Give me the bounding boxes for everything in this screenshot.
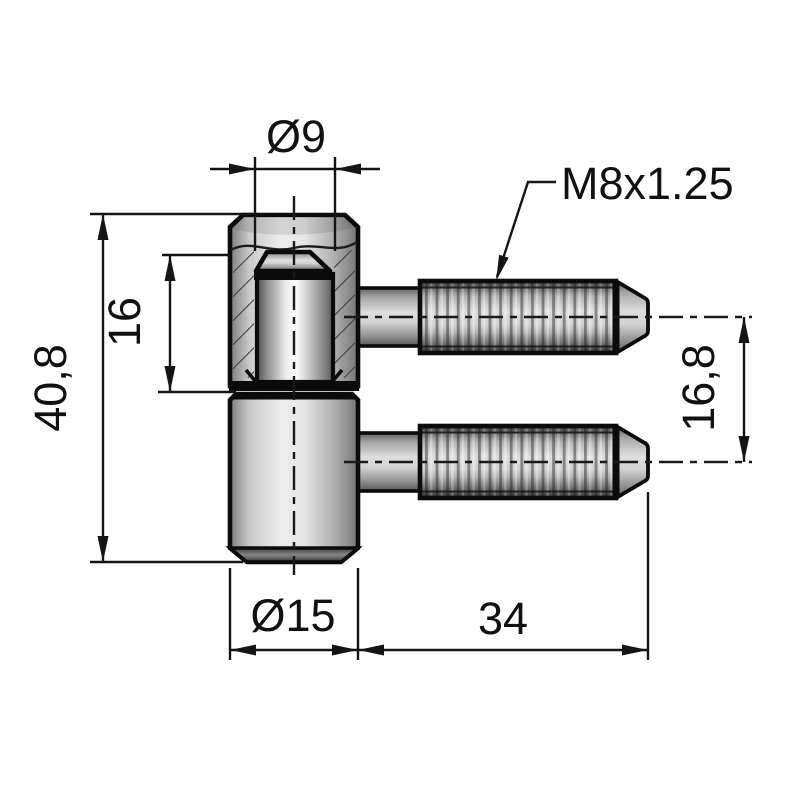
section-hatch-left — [233, 250, 254, 378]
dimension-texts: Ø9 16 40,8 16,8 Ø15 34 M8x1.25 — [25, 111, 734, 644]
thread-spec-label: M8x1.25 — [561, 158, 734, 209]
dim-stud-spacing-label: 16,8 — [673, 344, 724, 432]
center-lines — [292, 196, 752, 575]
lower-barrel-chamfer — [225, 546, 363, 564]
dim-body-height-label: 40,8 — [25, 344, 76, 432]
dimension-lines — [90, 157, 746, 660]
dim-pin-depth-label: 16 — [99, 297, 150, 347]
section-hatch-right — [334, 250, 355, 378]
dim-stud-length-label: 34 — [478, 593, 528, 644]
dimension-arrows — [97, 163, 750, 656]
dim-body-diameter-label: Ø15 — [250, 590, 335, 641]
dim-pin-diameter-label: Ø9 — [266, 111, 326, 162]
